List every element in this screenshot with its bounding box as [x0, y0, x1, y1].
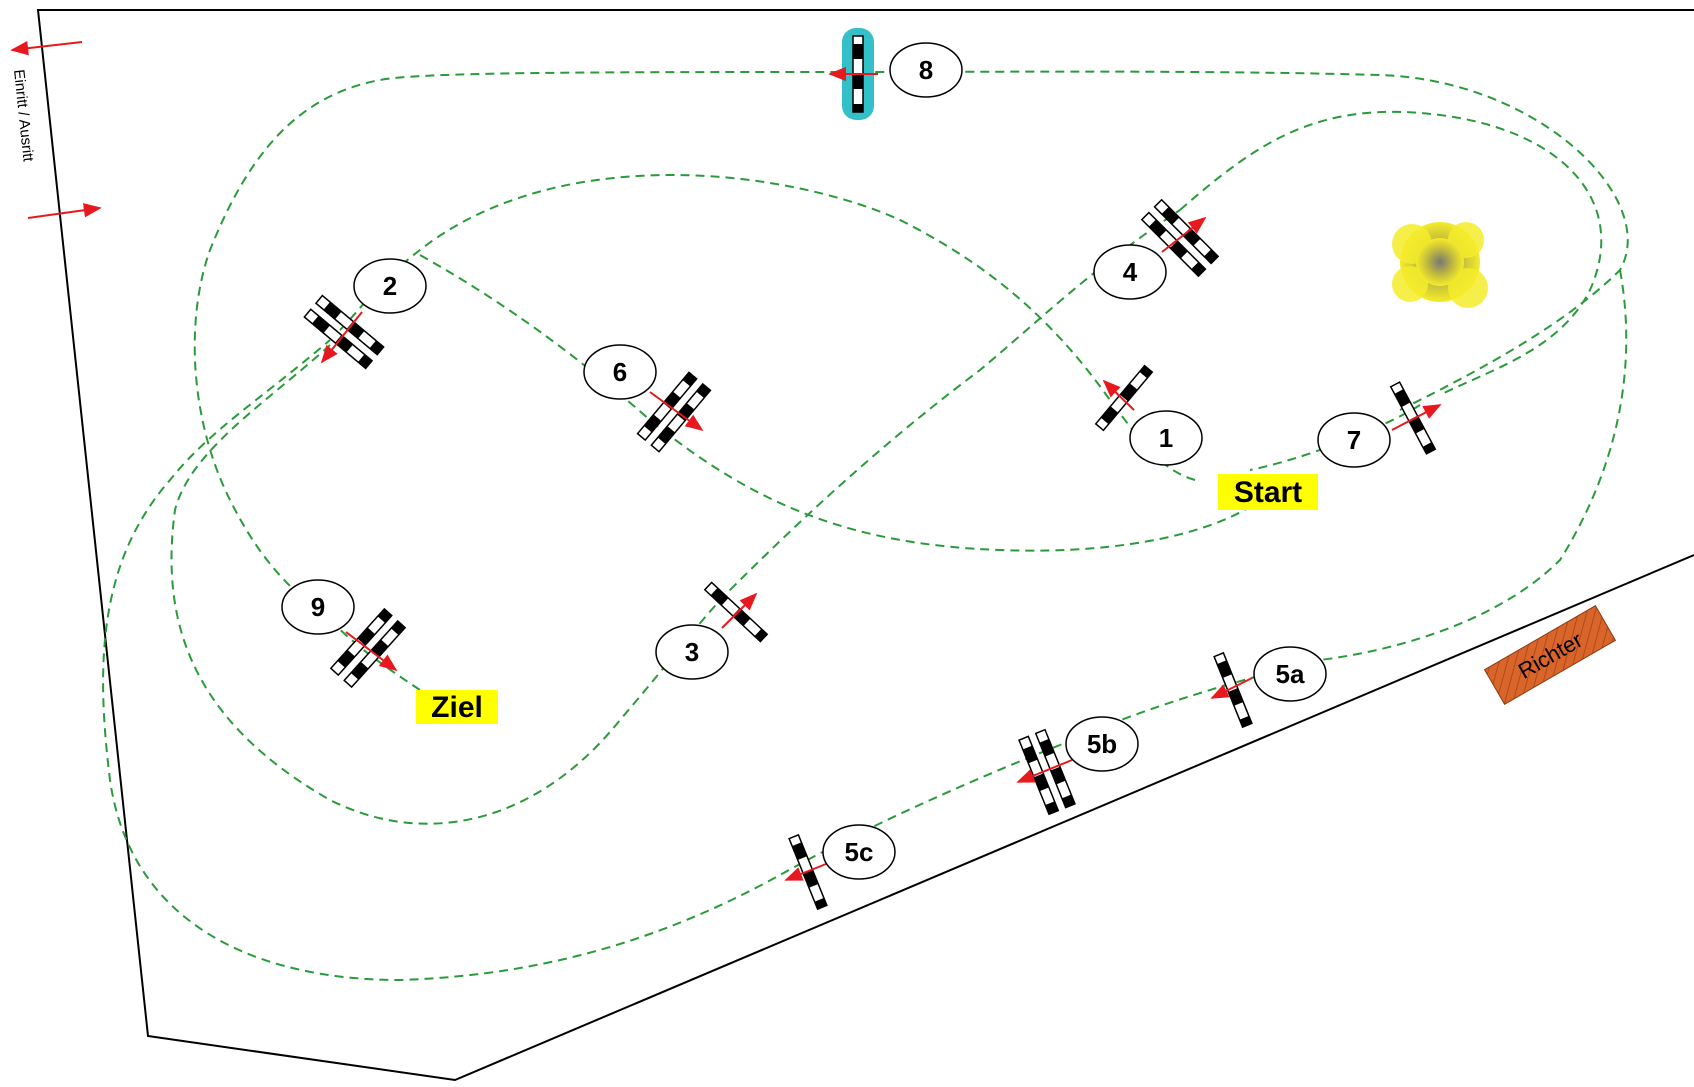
obstacle-number-5b: 5b: [1065, 716, 1139, 772]
direction-arrow-icon: [345, 631, 398, 672]
obstacle-number-5a: 5a: [1253, 646, 1327, 702]
route-segment: [102, 269, 1628, 982]
judge-box: Richter: [1483, 604, 1617, 706]
entry-exit-marker: Einritt / Ausritt: [10, 41, 102, 219]
obstacle-number-8: 8: [889, 42, 963, 98]
obstacle-number-1: 1: [1129, 410, 1203, 466]
direction-arrow-icon: [649, 391, 704, 432]
obstacle-number-2: 2: [353, 258, 427, 314]
direction-arrow-icon: [1210, 677, 1253, 699]
start-label: Start: [1234, 476, 1302, 509]
obstacle-number-3: 3: [655, 624, 729, 680]
direction-arrow-icon: [784, 863, 827, 881]
entry-exit-label: Einritt / Ausritt: [10, 69, 37, 164]
svg-text:5b: 5b: [1087, 729, 1117, 759]
obstacle-number-6: 6: [583, 344, 657, 400]
entry-arrow-icon: [27, 203, 102, 219]
direction-arrow-icon: [1161, 216, 1207, 253]
svg-text:3: 3: [685, 637, 699, 667]
route-segment: [1179, 110, 1603, 396]
route-segment: [1249, 404, 1421, 471]
direction-arrow-icon: [721, 592, 758, 629]
svg-text:5c: 5c: [845, 837, 874, 867]
obstacle-number-9-label: 9: [311, 592, 325, 622]
direction-arrow-icon: [1016, 759, 1073, 783]
svg-text:2: 2: [383, 271, 397, 301]
obstacle-5a: [1213, 652, 1253, 728]
svg-text:1: 1: [1159, 423, 1173, 453]
finish-label: Ziel: [431, 691, 483, 724]
obstacle-number-7: 7: [1317, 412, 1391, 468]
obstacle-number-4: 4: [1093, 244, 1167, 300]
arena-outline: [36, 9, 1694, 1082]
obstacle-number-5c: 5c: [822, 824, 896, 880]
direction-arrow-icon: [1391, 404, 1442, 431]
obstacle-number-7-label: 7: [1347, 425, 1361, 455]
obstacle-number-9: 9: [281, 579, 355, 635]
bush-icon: [1392, 222, 1488, 308]
start-marker: Start: [1218, 474, 1318, 510]
direction-arrow-icon: [1102, 379, 1135, 411]
obstacle-number-8-label: 8: [919, 55, 933, 85]
obstacle-number-6-label: 6: [613, 357, 627, 387]
route-segment: [170, 344, 731, 825]
svg-text:5a: 5a: [1276, 659, 1305, 689]
route-segment: [339, 174, 1196, 481]
svg-text:4: 4: [1123, 257, 1138, 287]
route-segment: [193, 70, 1629, 621]
exit-arrow-icon: [10, 41, 83, 56]
finish-marker: Ziel: [416, 690, 498, 724]
direction-arrow-icon: [320, 311, 363, 364]
